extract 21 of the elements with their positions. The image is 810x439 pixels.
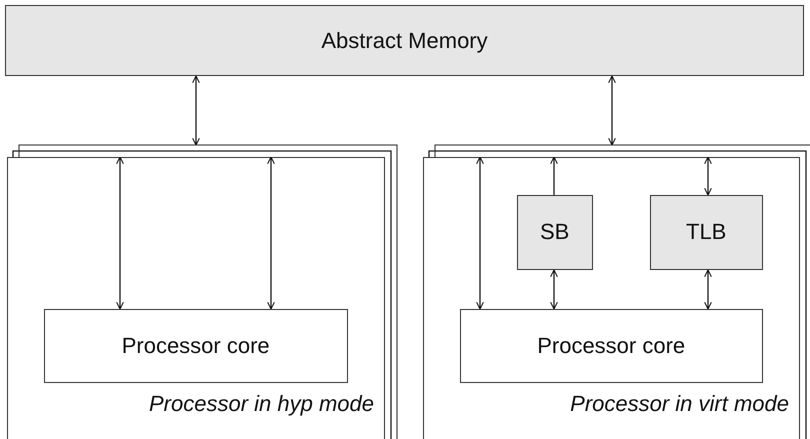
frame-caption: Processor in hyp mode — [149, 391, 374, 417]
arrow — [476, 156, 484, 310]
frame-caption: Processor in virt mode — [570, 391, 789, 417]
box-label: Abstract Memory — [321, 28, 488, 54]
process-box — [460, 308, 763, 383]
box-label: Processor core — [537, 332, 686, 359]
box-label: TLB — [686, 219, 726, 246]
arrow — [608, 75, 616, 146]
process-box — [44, 308, 348, 383]
arrow — [116, 156, 124, 310]
arrow — [192, 75, 200, 146]
buffer-box — [650, 194, 763, 270]
arrow — [704, 269, 712, 310]
box-label: Processor core — [122, 332, 270, 359]
buffer-box — [516, 194, 593, 270]
box-label: SB — [540, 219, 570, 246]
arrow — [266, 156, 276, 310]
arrow — [550, 156, 558, 195]
arrow — [550, 269, 558, 310]
arrow — [704, 156, 712, 196]
memory-box — [5, 5, 804, 76]
